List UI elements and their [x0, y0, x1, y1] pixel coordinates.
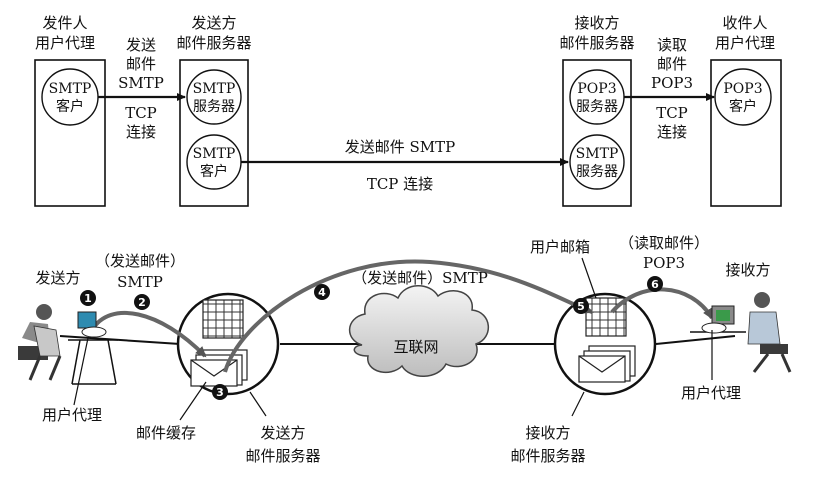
- step-5-text: 5: [577, 300, 585, 313]
- receiver-desk-icon: [690, 305, 746, 334]
- ua-left-pointer: [73, 337, 89, 406]
- read-label-3: POP3: [651, 74, 693, 92]
- sender-server-title-2: 邮件服务器: [176, 34, 251, 52]
- step-badge-2: 2: [134, 294, 150, 310]
- smtp-client-label-2: 客户: [56, 98, 84, 115]
- receiver-server-title-1: 接收方: [574, 14, 619, 32]
- smtp-client-label-1: SMTP: [49, 81, 92, 97]
- internet-cloud: 互联网: [348, 285, 490, 377]
- step-badge-1: 1: [80, 290, 96, 306]
- send-label-1: 发送: [126, 36, 156, 54]
- read-tcp-2: 连接: [657, 123, 687, 141]
- receiver-server-label-2: 邮件服务器: [510, 447, 585, 465]
- receiver-server-title-2: 邮件服务器: [559, 34, 634, 52]
- receiver-ua-title-1: 收件人: [722, 14, 767, 32]
- smtp-server-b-label-2: 服务器: [576, 164, 618, 180]
- read-label-1: 读取: [657, 36, 687, 54]
- smtp-client-b-label-2: 客户: [200, 163, 228, 180]
- send-label-2: 邮件: [126, 55, 156, 73]
- step-badge-6: 6: [647, 276, 663, 292]
- send-flow-curve: [90, 310, 207, 358]
- receiver-server-label-1: 接收方: [525, 424, 570, 442]
- smtp-client-b-label-1: SMTP: [193, 146, 236, 162]
- receiver-ua-title-2: 用户代理: [715, 34, 775, 52]
- step-3-text: 3: [216, 386, 224, 399]
- sender-server-pointer: [249, 391, 267, 417]
- mail-cache-envelopes-icon: [190, 349, 248, 387]
- read-label-2: 邮件: [657, 55, 687, 73]
- mail-cache-pointer: [179, 381, 207, 421]
- ua-right-label: 用户代理: [681, 384, 741, 402]
- sender-server-label-1: 发送方: [260, 424, 305, 442]
- sender-network-line: [59, 335, 181, 345]
- step-badge-4: 4: [314, 284, 330, 300]
- ua-left-label: 用户代理: [42, 406, 102, 424]
- receiver-envelopes-icon: [578, 345, 636, 383]
- step-6-text: 6: [651, 278, 659, 291]
- receiver-network-line: [655, 335, 736, 345]
- mailbox-pointer: [581, 257, 597, 299]
- read-paren-label: （读取邮件）: [619, 234, 709, 252]
- pop3-server-circle: [569, 69, 625, 125]
- step-badge-5: 5: [573, 298, 589, 314]
- read-pop3-label: POP3: [643, 254, 685, 272]
- step-2-text: 2: [138, 296, 146, 309]
- send-tcp-1: TCP: [125, 104, 157, 122]
- step-4-text: 4: [318, 286, 326, 299]
- relay-smtp-label: （发送邮件）SMTP: [352, 269, 488, 287]
- sender-server-title-1: 发送方: [191, 14, 236, 32]
- read-tcp-1: TCP: [656, 104, 688, 122]
- pop3-client-label-2: 客户: [729, 98, 757, 115]
- send-label-3: SMTP: [118, 74, 164, 92]
- smtp-server-b-circle: [569, 134, 625, 190]
- relay-label: 发送邮件 SMTP: [345, 138, 456, 156]
- internet-label: 互联网: [393, 338, 438, 356]
- smtp-client-circle: [41, 68, 99, 126]
- relay-tcp-label: TCP 连接: [367, 175, 433, 193]
- sender-server-grid-icon: [202, 299, 244, 339]
- smtp-server-circle: [186, 69, 242, 125]
- smtp-server-b-label-1: SMTP: [576, 146, 619, 162]
- send-smtp-label: SMTP: [117, 273, 163, 291]
- pop3-client-circle: [714, 68, 772, 126]
- receiver-server-pointer: [571, 391, 585, 417]
- sender-server-label-2: 邮件服务器: [245, 447, 320, 465]
- step-badge-3: 3: [212, 384, 228, 400]
- receiver-person-icon: [747, 292, 792, 373]
- receiver-label: 接收方: [725, 261, 770, 279]
- send-tcp-2: 连接: [126, 123, 156, 141]
- step-1-text: 1: [84, 292, 92, 305]
- mail-cache-label: 邮件缓存: [136, 424, 196, 442]
- smtp-client-b-circle: [186, 134, 242, 190]
- smtp-server-label-2: 服务器: [193, 99, 235, 115]
- pop3-server-label-2: 服务器: [576, 99, 618, 115]
- smtp-server-label-1: SMTP: [193, 81, 236, 97]
- sender-person-icon: [18, 304, 62, 381]
- send-paren-label: （发送邮件）: [95, 252, 185, 270]
- pop3-server-label-1: POP3: [577, 81, 616, 97]
- pop3-client-label-1: POP3: [723, 81, 762, 97]
- sender-label: 发送方: [35, 269, 80, 287]
- relay-flow-curve: [223, 259, 594, 373]
- sender-ua-title-2: 用户代理: [35, 34, 95, 52]
- sender-desk-icon: [68, 311, 118, 385]
- sender-ua-title-1: 发件人: [42, 14, 87, 32]
- user-mailbox-label: 用户邮箱: [530, 238, 590, 256]
- read-flow-curve: [610, 287, 714, 320]
